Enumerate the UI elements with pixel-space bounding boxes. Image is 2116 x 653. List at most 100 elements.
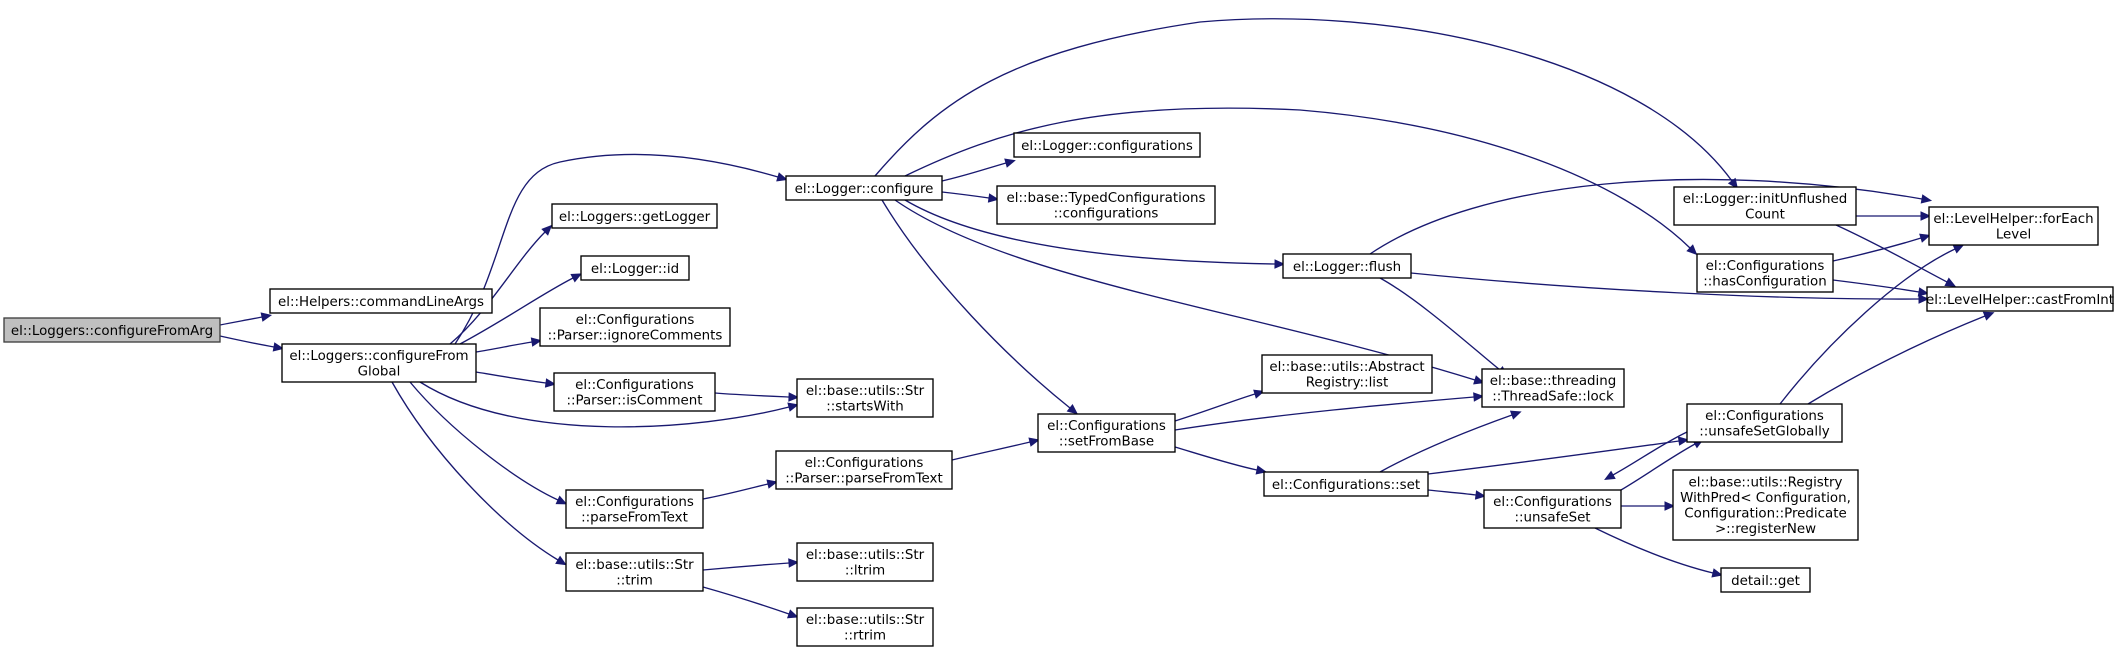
node-label-line: el::Configurations [1493, 495, 1612, 510]
node-label-line: Configuration::Predicate [1684, 507, 1846, 522]
node-label-line: el::Configurations [805, 456, 924, 471]
edge-line [904, 199, 1276, 265]
node-label-line: Registry::list [1306, 376, 1389, 391]
call-edge-set_from_base-to-lock [1174, 392, 1485, 431]
node-configurations-set[interactable]: el::Configurations::set [1263, 471, 1429, 497]
node-threadsafe-lock[interactable]: el::base::threading::ThreadSafe::lock [1481, 368, 1625, 408]
node-label-line: el::Helpers::commandLineArgs [278, 295, 484, 310]
node-label-line: ::unsafeSetGlobally [1699, 425, 1830, 440]
node-label-line: el::base::utils::Str [806, 613, 925, 628]
node-label-line: el::base::TypedConfigurations [1007, 191, 1206, 206]
edge-line [459, 277, 574, 345]
call-edge-trim-to-ltrim [702, 558, 800, 571]
node-helpers-command-line-args[interactable]: el::Helpers::commandLineArgs [269, 288, 493, 314]
node-box [1926, 286, 2114, 312]
node-utils-str-trim[interactable]: el::base::utils::Str::trim [565, 552, 704, 592]
call-edge-cfg_global-to-ignore_comments [475, 337, 543, 353]
node-logger-flush[interactable]: el::Logger::flush [1282, 253, 1412, 279]
call-edge-set_from_base-to-cfg_set [1174, 446, 1268, 475]
edge-line [702, 562, 790, 571]
node-utils-str-starts-with[interactable]: el::base::utils::Str::startsWith [796, 378, 934, 418]
node-box [281, 343, 477, 383]
edge-line [475, 341, 533, 353]
call-edge-unsafe_set_globally-to-cast_from_int [1807, 311, 1995, 405]
edge-arrowhead [1066, 403, 1078, 415]
node-box [1720, 567, 1811, 593]
node-label-line: el::base::utils::Registry [1689, 476, 1843, 491]
node-logger-configurations[interactable]: el::Logger::configurations [1013, 132, 1201, 158]
node-label-line: ::parseFromText [581, 511, 688, 526]
edge-line [1427, 440, 1680, 475]
node-label-line: WithPred< Configuration, [1680, 491, 1851, 506]
call-edge-logger_configure-to-lock [894, 199, 1485, 385]
node-label-line: ::hasConfiguration [1703, 275, 1827, 290]
node-label-line: el::Configurations::set [1272, 478, 1420, 493]
node-utils-str-ltrim[interactable]: el::base::utils::Str::ltrim [796, 542, 934, 582]
node-box [996, 185, 1216, 225]
node-label-line: ::unsafeSet [1514, 511, 1590, 526]
node-loggers-get-logger[interactable]: el::Loggers::getLogger [551, 203, 718, 229]
edge-arrowhead [1686, 244, 1698, 256]
node-label-line: ::setFromBase [1059, 435, 1154, 450]
call-edge-init_unflushed-to-for_each_level [1855, 211, 1932, 221]
edge-line [874, 18, 1733, 182]
call-edge-unsafe_set-to-detail_get [1594, 527, 1723, 578]
edge-arrowhead [987, 193, 1000, 203]
edge-arrowhead [1677, 436, 1690, 446]
node-label-line: ::startsWith [826, 400, 904, 415]
node-configurations-unsafe-set-globally[interactable]: el::Configurations::unsafeSetGlobally [1686, 403, 1843, 443]
node-label-line: el::base::utils::Str [806, 384, 925, 399]
node-label-line: ::Parser::isComment [566, 394, 702, 409]
node-logger-id[interactable]: el::Logger::id [580, 255, 690, 281]
edge-line [894, 199, 1476, 381]
node-levelhelper-cast-from-int[interactable]: el::LevelHelper::castFromInt [1926, 286, 2114, 312]
node-box [580, 255, 690, 281]
call-edge-cfg_set-to-unsafe_set_globally [1427, 436, 1690, 475]
edge-arrowhead [1473, 375, 1485, 385]
edge-line [1594, 527, 1714, 574]
edge-line [1612, 431, 1688, 476]
edge-arrowhead [1028, 437, 1040, 447]
node-box [269, 288, 493, 314]
node-label-line: ::Parser::parseFromText [785, 472, 942, 487]
edge-line [219, 316, 263, 326]
node-parser-ignore-comments[interactable]: el::Configurations::Parser::ignoreCommen… [539, 307, 731, 347]
node-parser-parse-from-text[interactable]: el::Configurations::Parser::parseFromTex… [775, 450, 953, 490]
node-configurations-has-configuration[interactable]: el::Configurations::hasConfiguration [1696, 253, 1834, 293]
edge-arrowhead [1604, 470, 1616, 480]
edge-line [475, 371, 547, 384]
call-edge-logger_configure-to-set_from_base [881, 199, 1078, 415]
node-box [1483, 489, 1622, 529]
edge-arrowhead [1509, 410, 1522, 420]
edge-line [941, 191, 990, 199]
node-box [1686, 403, 1843, 443]
node-configurations-set-from-base[interactable]: el::Configurations::setFromBase [1037, 413, 1176, 453]
node-parser-is-comment[interactable]: el::Configurations::Parser::isComment [553, 372, 716, 412]
node-loggers-configure-from-arg[interactable]: el::Loggers::configureFromArg [3, 317, 221, 343]
node-box [1263, 471, 1429, 497]
node-configurations-parse-from-text[interactable]: el::Configurations::parseFromText [565, 489, 704, 529]
node-typed-configurations-configurations[interactable]: el::base::TypedConfigurations::configura… [996, 185, 1216, 225]
edge-line [941, 162, 1007, 182]
edge-arrowhead [555, 555, 567, 566]
node-label-line: el::Logger::configure [795, 182, 934, 197]
edge-arrowhead [776, 172, 788, 182]
node-utils-str-rtrim[interactable]: el::base::utils::Str::rtrim [796, 607, 934, 647]
edge-line [1807, 315, 1986, 405]
edge-line [702, 586, 790, 615]
call-edge-init_unflushed-to-cast_from_int [1835, 224, 1957, 287]
edge-line [1427, 489, 1477, 496]
node-label-line: el::base::utils::Str [806, 548, 925, 563]
node-logger-configure[interactable]: el::Logger::configure [785, 175, 943, 201]
node-detail-get[interactable]: detail::get [1720, 567, 1811, 593]
node-box [796, 607, 934, 647]
node-configurations-unsafe-set[interactable]: el::Configurations::unsafeSet [1483, 489, 1622, 529]
edge-arrowhead [530, 337, 543, 347]
edge-arrowhead [1004, 158, 1016, 168]
edge-line [391, 381, 559, 561]
